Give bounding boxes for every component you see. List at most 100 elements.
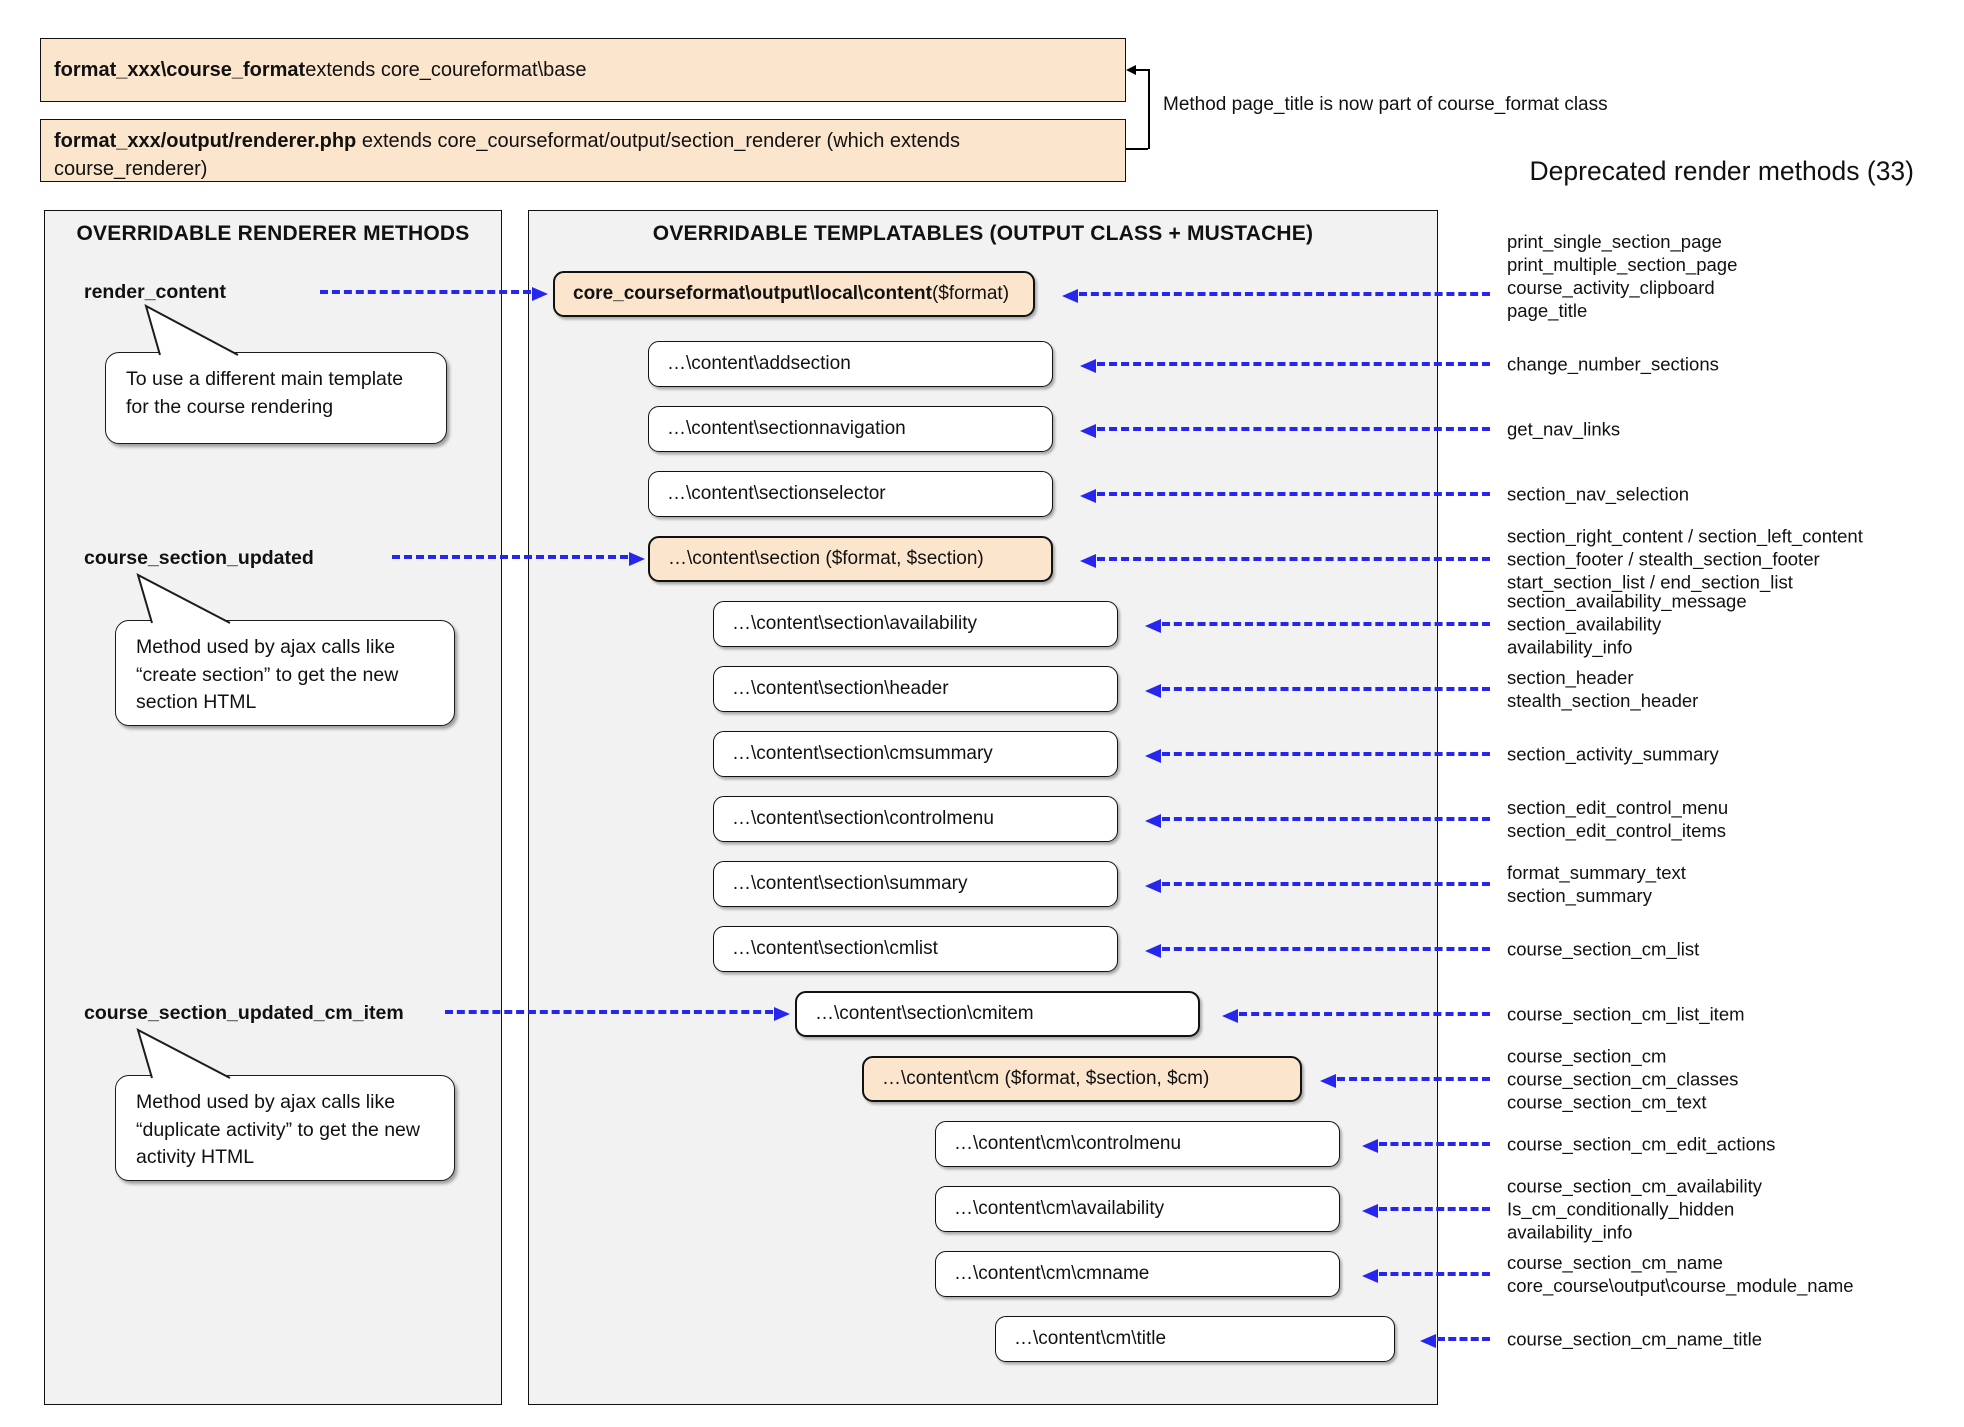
arrow-deprecated-section-cmsummary <box>1145 749 1490 763</box>
class-box-course-format-bold: format_xxx\course_format <box>54 58 306 81</box>
templatable-label: …\content\section\cmitem <box>815 1003 1034 1024</box>
method-course-section-updated-cm-item: course_section_updated_cm_item <box>84 1002 404 1024</box>
templatable-label: …\content\cm\title <box>1014 1328 1167 1349</box>
method-course-section-updated: course_section_updated <box>84 547 314 569</box>
templatable-box-addsection: …\content\addsection <box>648 341 1053 387</box>
method-render-content: render_content <box>84 281 226 303</box>
deprecated-method: course_section_cm_availability <box>1507 1175 1763 1197</box>
deprecated-method: stealth_section_header <box>1507 690 1699 711</box>
templatable-label: …\content\section\header <box>732 678 949 699</box>
deprecated-method: Is_cm_conditionally_hidden <box>1507 1198 1735 1220</box>
callout-tail <box>136 573 231 624</box>
templatable-box-section: …\content\section ($format, $section) <box>648 536 1053 582</box>
deprecated-method: get_nav_links <box>1507 418 1621 440</box>
templatable-box-sectionselector: …\content\sectionselector <box>648 471 1053 517</box>
deprecated-method: course_activity_clipboard <box>1507 277 1715 298</box>
callout-course-section-updated-cm-item: Method used by ajax calls like “duplicat… <box>115 1075 455 1181</box>
templatable-box-sectionnavigation: …\content\sectionnavigation <box>648 406 1053 452</box>
arrow-cm-item-to-cmitem <box>445 1007 790 1021</box>
templatable-box-cm-cmname: …\content\cm\cmname <box>935 1251 1340 1297</box>
bracket-top-line <box>1135 69 1148 71</box>
templatable-box-section-cmsummary: …\content\section\cmsummary <box>713 731 1118 777</box>
arrow-deprecated-cm <box>1320 1074 1490 1088</box>
templatable-label: …\content\cm\controlmenu <box>954 1133 1182 1154</box>
deprecated-group-section-cmlist: course_section_cm_list <box>1507 938 1963 961</box>
deprecated-group-sectionselector: section_nav_selection <box>1507 483 1963 506</box>
arrow-deprecated-sectionnavigation <box>1080 424 1490 438</box>
arrow-deprecated-section-cmlist <box>1145 944 1490 958</box>
templatable-label: …\content\section\availability <box>732 613 978 634</box>
bracket-bottom-line <box>1126 148 1148 150</box>
templatable-box-cm-controlmenu: …\content\cm\controlmenu <box>935 1121 1340 1167</box>
arrow-section-updated-to-section <box>392 552 645 566</box>
deprecated-method: section_edit_control_menu <box>1507 797 1729 818</box>
bracket-arrowhead <box>1126 65 1136 75</box>
deprecated-method: page_title <box>1507 300 1588 321</box>
deprecated-method: core_course\output\course_module_name <box>1507 1275 1854 1296</box>
deprecated-method: section_edit_control_items <box>1507 820 1727 841</box>
arrow-deprecated-section-header <box>1145 684 1490 698</box>
templatable-box-content: core_courseformat\output\local\content (… <box>553 271 1035 317</box>
deprecated-group-cm-cmname: course_section_cm_name core_course\outpu… <box>1507 1251 1963 1297</box>
callout-tail <box>144 304 239 356</box>
deprecated-group-section: section_right_content / section_left_con… <box>1507 525 1963 594</box>
callout-course-section-updated: Method used by ajax calls like “create s… <box>115 620 455 726</box>
deprecated-group-section-summary: format_summary_text section_summary <box>1507 861 1963 907</box>
deprecated-group-cm-availability: course_section_cm_availability Is_cm_con… <box>1507 1175 1963 1244</box>
templatable-box-cm-availability: …\content\cm\availability <box>935 1186 1340 1232</box>
deprecated-method: section_availability <box>1507 613 1662 635</box>
deprecated-method: section_availability_message <box>1507 590 1747 612</box>
arrow-deprecated-cm-cmname <box>1362 1269 1490 1283</box>
deprecated-method: section_right_content / section_left_con… <box>1507 525 1863 547</box>
templatable-content-bold: core_courseformat\output\local\content <box>573 283 932 304</box>
templatable-box-cm: …\content\cm ($format, $section, $cm) <box>862 1056 1302 1102</box>
class-box-course-format-rest: extends core_coureformat\base <box>305 58 587 81</box>
templatable-label: …\content\section\summary <box>732 873 968 894</box>
deprecated-group-content: print_single_section_page print_multiple… <box>1507 230 1963 322</box>
class-box-renderer-rest: extends core_courseformat/output/section… <box>54 130 960 180</box>
templatable-label: …\content\cm\cmname <box>954 1263 1150 1284</box>
arrow-deprecated-sectionselector <box>1080 489 1490 503</box>
templatable-content-rest: ($format) <box>931 283 1010 304</box>
templatable-label: …\content\sectionselector <box>667 483 886 504</box>
arrow-deprecated-cm-availability <box>1362 1204 1490 1218</box>
templatables-panel-title: OVERRIDABLE TEMPLATABLES (OUTPUT CLASS +… <box>652 222 1314 245</box>
deprecated-method: change_number_sections <box>1507 353 1719 375</box>
templatable-label: …\content\section ($format, $section) <box>668 548 984 569</box>
templatable-label: …\content\sectionnavigation <box>667 418 906 439</box>
deprecated-group-cm-controlmenu: course_section_cm_edit_actions <box>1507 1133 1963 1156</box>
page-title-note: Method page_title is now part of course_… <box>1163 94 1608 115</box>
deprecated-method: course_section_cm_name_title <box>1507 1328 1763 1350</box>
deprecated-method: course_section_cm_list <box>1507 938 1700 960</box>
templatable-box-section-summary: …\content\section\summary <box>713 861 1118 907</box>
callout-tail <box>136 1028 231 1079</box>
class-box-course-format: format_xxx\course_format extends core_co… <box>40 38 1126 102</box>
deprecated-method: course_section_cm <box>1507 1045 1667 1067</box>
renderer-panel-title: OVERRIDABLE RENDERER METHODS <box>76 222 470 245</box>
deprecated-method: section_summary <box>1507 885 1652 906</box>
deprecated-method: section_activity_summary <box>1507 743 1719 765</box>
deprecated-group-addsection: change_number_sections <box>1507 353 1963 376</box>
arrow-deprecated-section-availability <box>1145 619 1490 633</box>
deprecated-title: Deprecated render methods (33) <box>1529 156 1914 186</box>
templatable-box-section-header: …\content\section\header <box>713 666 1118 712</box>
deprecated-group-section-cmsummary: section_activity_summary <box>1507 743 1963 766</box>
deprecated-method: course_section_cm_classes <box>1507 1068 1739 1090</box>
templatable-box-section-cmitem: …\content\section\cmitem <box>795 991 1200 1037</box>
arrow-deprecated-section-cmitem <box>1222 1009 1490 1023</box>
callout-render-content: To use a different main template for the… <box>105 352 447 444</box>
templatable-box-section-controlmenu: …\content\section\controlmenu <box>713 796 1118 842</box>
deprecated-method: course_section_cm_name <box>1507 1252 1723 1273</box>
deprecated-method: availability_info <box>1507 1221 1633 1243</box>
deprecated-group-cm: course_section_cm course_section_cm_clas… <box>1507 1045 1963 1114</box>
deprecated-method: course_section_cm_text <box>1507 1091 1707 1113</box>
templatable-label: …\content\section\cmlist <box>732 938 938 959</box>
templatable-label: …\content\section\cmsummary <box>732 743 993 764</box>
deprecated-group-section-availability: section_availability_message section_ava… <box>1507 590 1963 659</box>
deprecated-method: print_single_section_page <box>1507 231 1722 252</box>
deprecated-group-section-controlmenu: section_edit_control_menu section_edit_c… <box>1507 796 1963 842</box>
bracket-vertical-line <box>1148 69 1150 149</box>
templatable-label: …\content\cm\availability <box>954 1198 1165 1219</box>
class-box-renderer: format_xxx/output/renderer.php extends c… <box>40 119 1126 182</box>
arrow-deprecated-addsection <box>1080 359 1490 373</box>
